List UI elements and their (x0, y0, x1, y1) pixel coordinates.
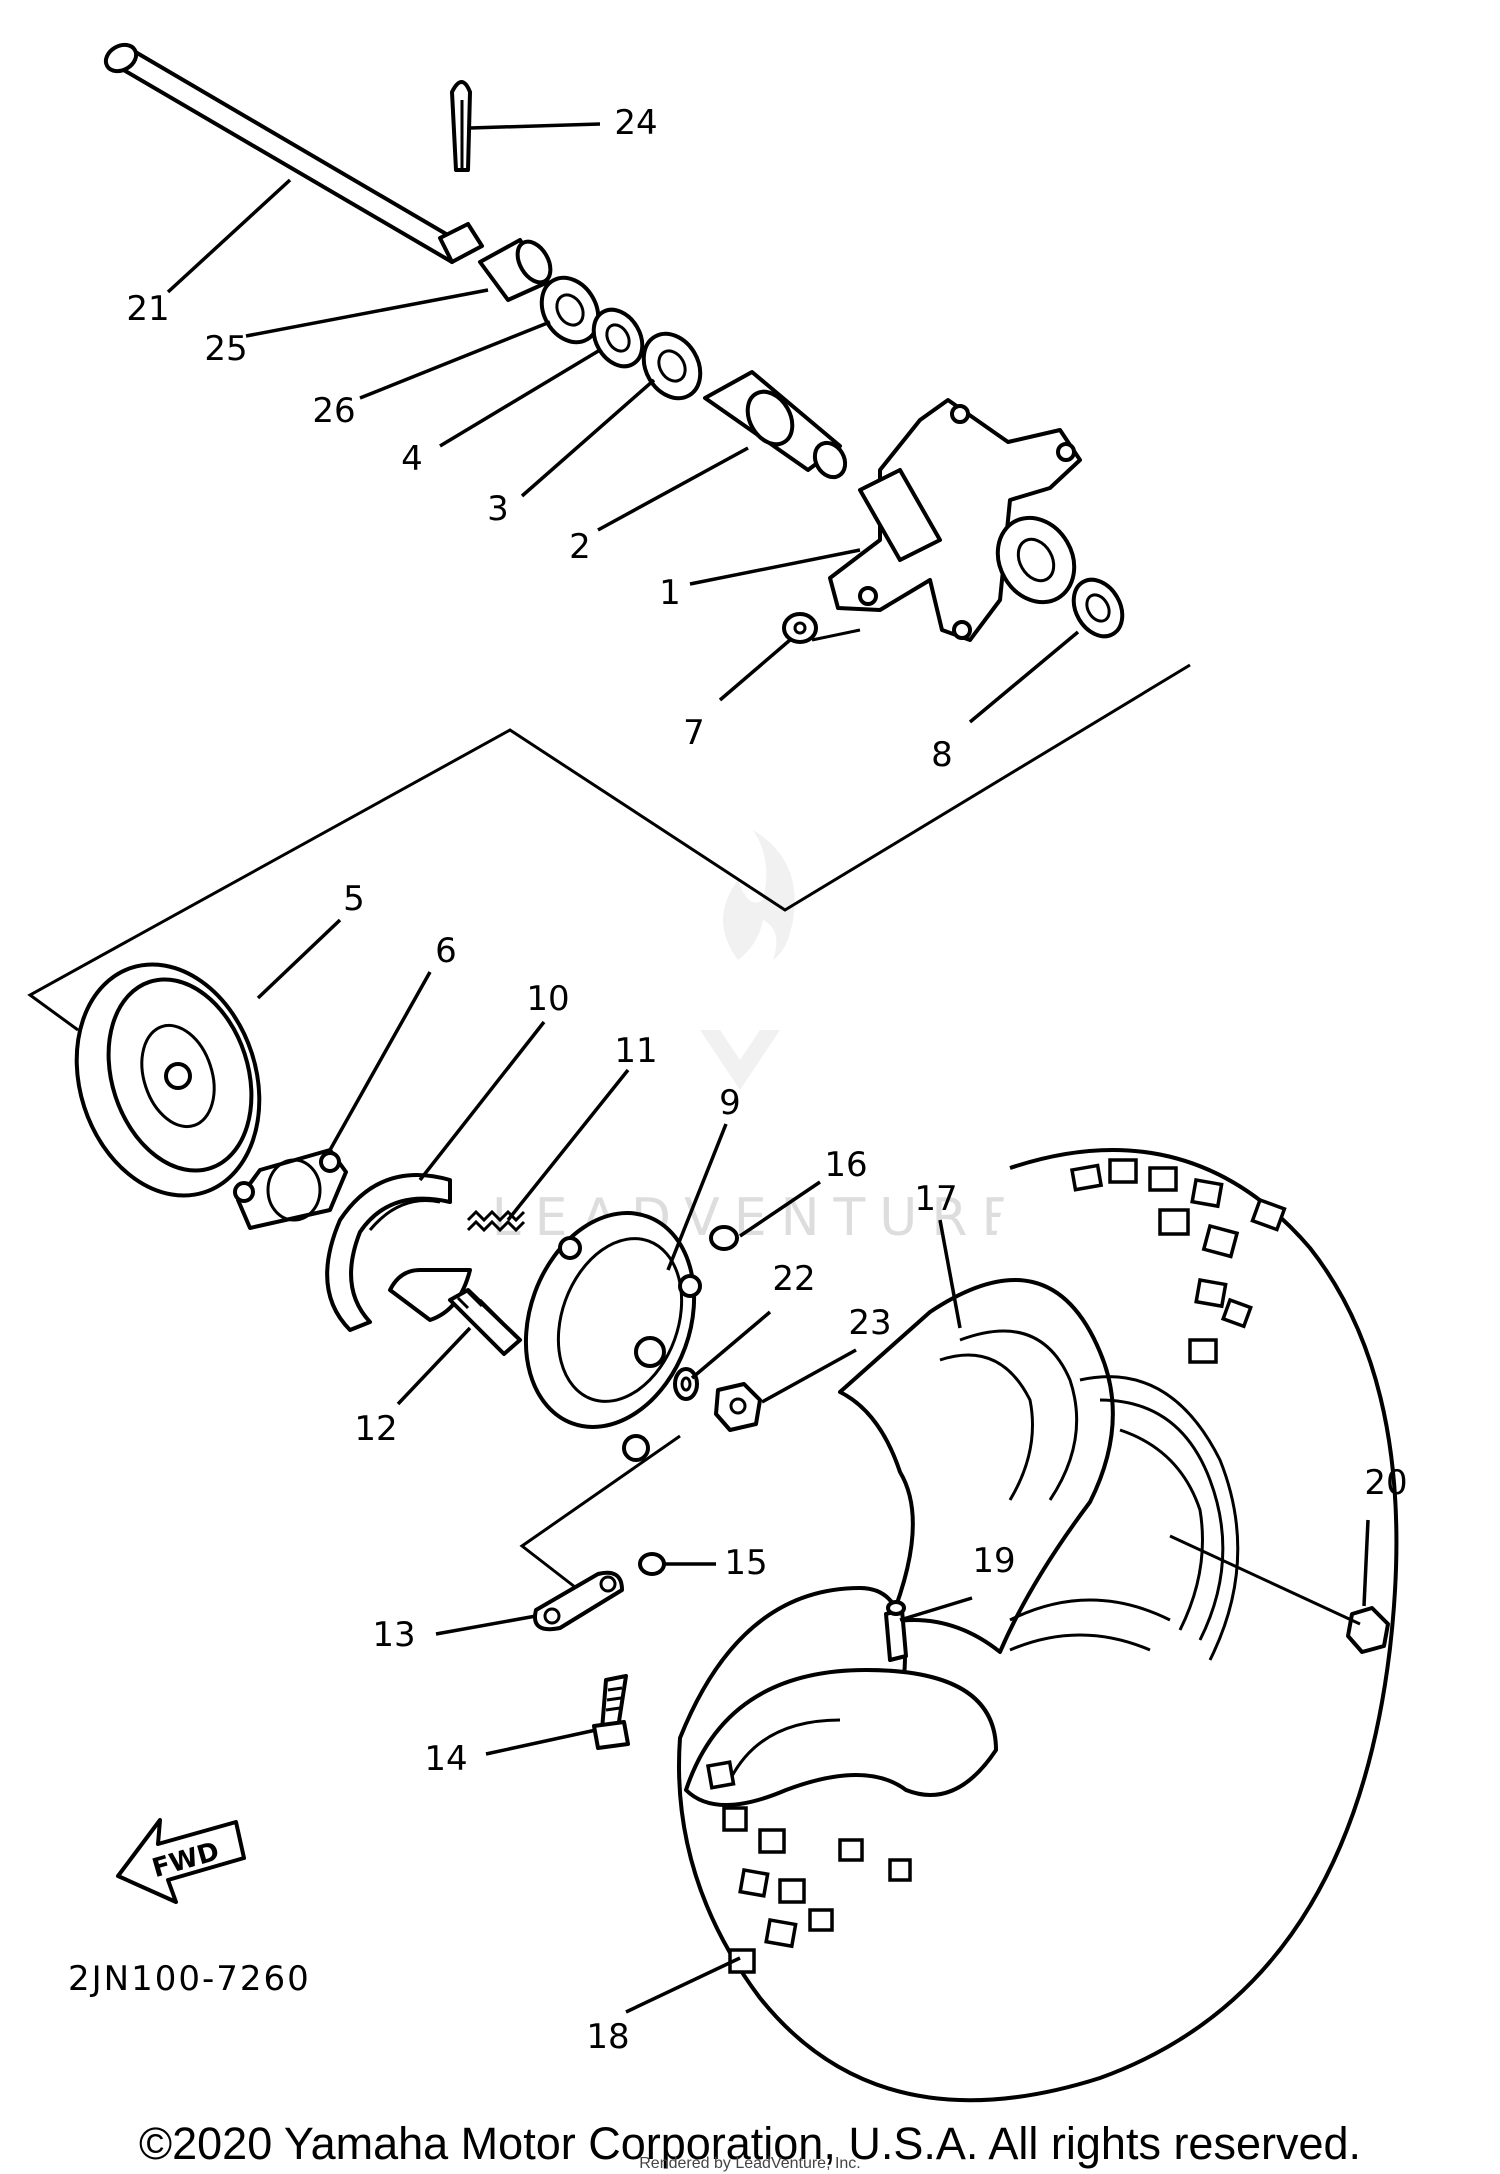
wheel-guide-line (1169, 1534, 1361, 1626)
callout-18: 18 (586, 2017, 629, 2057)
bearing-part-3[interactable] (632, 324, 711, 409)
callout-20: 20 (1364, 1463, 1407, 1503)
cotter-pin-part-24[interactable] (450, 80, 472, 172)
axle-part-21[interactable] (101, 40, 484, 264)
brake-panel-part-9[interactable] (497, 1189, 723, 1462)
oil-seal-part-4[interactable] (584, 301, 652, 375)
callout-11: 11 (614, 1031, 657, 1071)
valve-part-19[interactable] (884, 1600, 908, 1662)
diagram-code: 2JN100-7260 (68, 1959, 311, 1999)
hub-part-1[interactable] (828, 398, 1089, 642)
oil-seal-part-8[interactable] (1064, 571, 1132, 645)
callout-12: 12 (354, 1409, 397, 1449)
callout-9: 9 (719, 1083, 741, 1123)
bearing-part-26[interactable] (530, 268, 609, 353)
assembly-guide-upper (27, 663, 1191, 1032)
washer-part-22[interactable] (673, 1367, 699, 1401)
callout-1: 1 (659, 573, 681, 613)
callout-15: 15 (724, 1543, 767, 1583)
copyright-notice: ©2020 Yamaha Motor Corporation, U.S.A. A… (138, 2118, 1362, 2169)
nut-part-20[interactable] (1346, 1606, 1390, 1654)
brake-plate-part-6[interactable] (233, 1148, 348, 1230)
callout-22: 22 (772, 1259, 815, 1299)
callout-16: 16 (824, 1145, 867, 1185)
callout-25: 25 (204, 329, 247, 369)
callout-4: 4 (401, 439, 423, 479)
callout-6: 6 (435, 931, 457, 971)
callout-3: 3 (487, 489, 509, 529)
nut-part-7[interactable] (782, 612, 818, 644)
rendered-by-credit: Rendered by LeadVenture, Inc. (639, 2155, 861, 2172)
callout-13: 13 (372, 1615, 415, 1655)
callout-23: 23 (848, 1303, 891, 1343)
callout-2: 2 (569, 527, 591, 567)
callout-21: 21 (126, 289, 169, 329)
callout-14: 14 (424, 1739, 467, 1779)
wheel-part-17[interactable] (838, 1278, 1240, 1661)
bolt-part-14[interactable] (592, 1674, 630, 1750)
forward-arrow-icon: FWD (116, 1818, 246, 1904)
spring-part-11[interactable] (466, 1209, 526, 1233)
callout-19: 19 (972, 1541, 1015, 1581)
callout-8: 8 (931, 735, 953, 775)
assembly-guide-lower (519, 1434, 681, 1596)
callout-leaders (166, 122, 1370, 2014)
brake-drum-part-5[interactable] (48, 941, 288, 1220)
callout-26: 26 (312, 391, 355, 431)
tire-part-18[interactable] (677, 1148, 1399, 2103)
callout-7: 7 (683, 713, 705, 753)
callout-labels: 24 21 25 26 4 3 2 1 7 8 5 6 10 11 9 16 1… (126, 103, 1407, 2057)
nut-part-23[interactable] (714, 1382, 762, 1432)
cam-lever-part-13[interactable] (533, 1570, 624, 1632)
spacer-part-2[interactable] (703, 370, 851, 483)
nut-part-15[interactable] (638, 1552, 666, 1576)
camshaft-part-12[interactable] (448, 1288, 522, 1356)
callout-5: 5 (343, 879, 365, 919)
nut-part-16[interactable] (709, 1225, 739, 1251)
callout-10: 10 (526, 979, 569, 1019)
callout-17: 17 (914, 1179, 957, 1219)
brake-shoe-part-10[interactable] (325, 1173, 472, 1332)
callout-24: 24 (614, 103, 657, 143)
watermark-logo-icon (700, 830, 795, 1090)
